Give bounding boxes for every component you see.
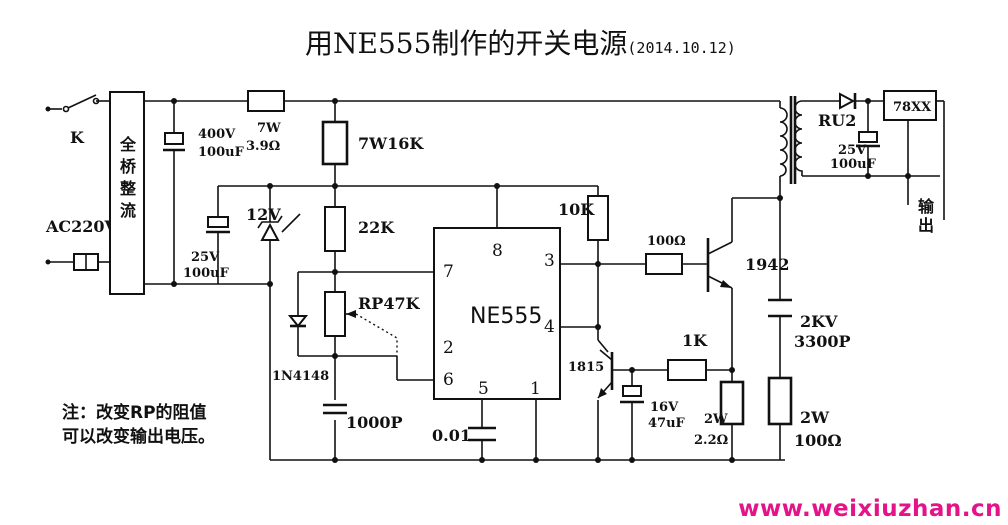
- output-terminal: 输出: [918, 197, 945, 235]
- label-r-39: 3.9Ω: [246, 139, 280, 154]
- capacitor-16v: 16V 47uF: [620, 385, 686, 431]
- transistor-1942: 1942: [706, 238, 790, 292]
- label-r-22k: 22K: [358, 218, 395, 237]
- label-r-100b: 100Ω: [794, 431, 842, 450]
- label-rp: RP47K: [358, 294, 421, 313]
- pin-3: 3: [544, 251, 555, 271]
- resistor-1k: 1K: [667, 331, 708, 381]
- label-c-100uf: 100uF: [198, 145, 245, 160]
- capacitor-001: 0.01: [432, 426, 496, 445]
- label-ac: AC220V: [45, 217, 118, 236]
- label-c-2kv: 2KV: [800, 312, 838, 331]
- ne555-chip: NE555 8 7 3 4 2 6 5 1: [433, 227, 561, 400]
- label-reg: 78XX: [893, 100, 932, 115]
- label-ru2: RU2: [818, 111, 856, 130]
- diagram-title: 用NE555制作的开关电源(2014.10.12): [305, 22, 736, 62]
- label-switch: K: [70, 128, 85, 147]
- resistor-7w: 7W 3.9Ω: [246, 90, 285, 154]
- fuse: AC220V: [45, 217, 118, 271]
- label-r-100: 100Ω: [647, 234, 686, 249]
- label-r-2w-b: 2W: [800, 408, 830, 427]
- pin-6: 6: [443, 370, 454, 390]
- bridge-rectifier: 全桥整流: [109, 91, 145, 295]
- diode-1n4148: 1N4148: [272, 315, 329, 384]
- label-c-1000p: 1000P: [346, 413, 403, 432]
- watermark: www.weixiuzhan.cn: [738, 496, 1002, 522]
- note-line-1: 注：改变RP的阻值: [62, 403, 207, 423]
- label-chip: NE555: [470, 304, 542, 329]
- resistor-100: 100Ω: [645, 234, 686, 275]
- label-r-22: 2.2Ω: [694, 433, 728, 448]
- label-c-16v: 16V: [650, 400, 679, 415]
- capacitor-out: 25V 100uF: [830, 131, 880, 172]
- pin-4: 4: [544, 317, 555, 337]
- capacitor-400v: 400V 100uF: [163, 127, 245, 160]
- junctions: [45, 98, 911, 463]
- label-r-7w: 7W: [257, 121, 281, 136]
- title-date: (2014.10.12): [627, 39, 736, 57]
- pin-1: 1: [530, 379, 541, 399]
- pin-5: 5: [478, 379, 489, 399]
- title-text: 用NE555制作的开关电源: [305, 27, 628, 60]
- resistor-22k: 22K: [324, 206, 395, 252]
- label-r-1k: 1K: [682, 331, 708, 350]
- resistor-7w16k: 7W16K: [321, 120, 424, 166]
- note: 注：改变RP的阻值 可以改变输出电压。: [62, 401, 215, 449]
- zener-12v: 12V: [246, 205, 301, 241]
- capacitor-1000p: 1000P: [323, 403, 403, 432]
- label-r-2w-a: 2W: [704, 412, 728, 427]
- label-diode: 1N4148: [272, 369, 329, 384]
- resistor-2w-22: 2W 2.2Ω: [694, 380, 745, 448]
- label-c-out-100uf: 100uF: [830, 157, 877, 172]
- label-r-7w16k: 7W16K: [358, 134, 424, 153]
- label-c-001: 0.01: [432, 426, 471, 445]
- potentiometer-rp47k: RP47K: [324, 291, 421, 356]
- pin-2: 2: [443, 338, 454, 358]
- switch-k: K: [62, 97, 100, 147]
- transistor-1815: 1815: [568, 349, 614, 399]
- capacitor-2kv: 2KV 3300P: [768, 298, 851, 351]
- regulator-78xx: 78XX: [883, 90, 937, 121]
- output-diode: [839, 92, 857, 110]
- label-zener: 12V: [246, 205, 281, 224]
- label-c-47uf: 47uF: [648, 416, 686, 431]
- resistor-2w-100: 2W 100Ω: [767, 376, 842, 450]
- resistor-10k: 10K: [558, 195, 609, 241]
- pin-7: 7: [443, 262, 454, 282]
- label-q-1942: 1942: [745, 255, 790, 274]
- transformer: RU2: [779, 96, 856, 184]
- label-output: 输出: [918, 197, 935, 235]
- label-bridge: 全桥整流: [119, 135, 137, 220]
- label-c-25v-100uf: 100uF: [183, 266, 230, 281]
- note-line-2: 可以改变输出电压。: [62, 427, 215, 447]
- label-q-1815: 1815: [568, 360, 604, 375]
- label-c-25v: 25V: [191, 250, 220, 265]
- label-r-10k: 10K: [558, 200, 595, 219]
- label-c-out-25v: 25V: [838, 143, 867, 158]
- label-c-400v: 400V: [198, 127, 236, 142]
- pin-8: 8: [492, 241, 503, 261]
- capacitor-25v: 25V 100uF: [183, 216, 230, 281]
- label-c-3300p: 3300P: [794, 332, 851, 351]
